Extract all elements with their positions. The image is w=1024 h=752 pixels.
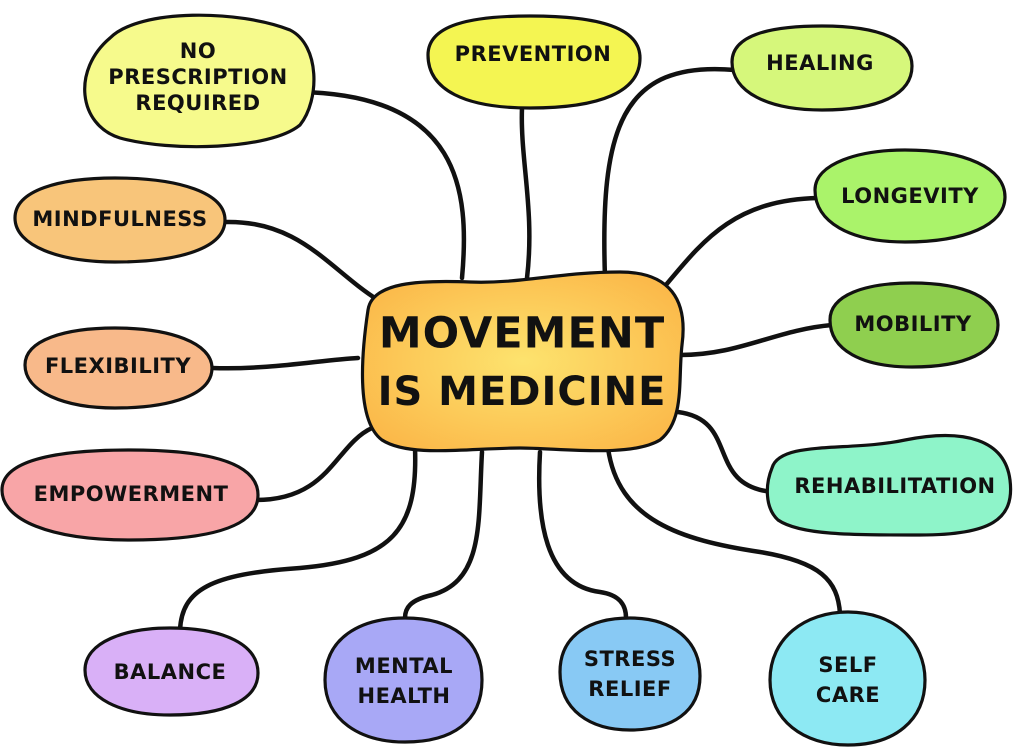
- bubble-stress-relief: [558, 616, 702, 732]
- connector-rehabilitation: [675, 409, 775, 495]
- label-flexibility-line-0: FLEXIBILITY: [45, 354, 191, 378]
- node-mindfulness: MINDFULNESS: [13, 176, 227, 264]
- connector-self-care: [605, 445, 843, 617]
- bubble-prevention: [426, 14, 642, 110]
- node-mental-health: MENTAL HEALTH: [323, 616, 484, 744]
- node-flexibility: FLEXIBILITY: [23, 326, 214, 410]
- label-no-prescription-required-line-0: NO: [180, 39, 216, 63]
- connector-mobility: [677, 322, 835, 358]
- connector-no-prescription-required: [297, 89, 467, 281]
- label-mobility-line-0: MOBILITY: [854, 312, 972, 336]
- label-healing-line-0: HEALING: [766, 51, 874, 75]
- label-mental-health-line-0: MENTAL: [355, 654, 453, 678]
- connector-longevity: [657, 195, 821, 295]
- connectors: [177, 66, 843, 633]
- node-rehabilitation: REHABILITATION: [765, 433, 1013, 537]
- bubble-healing: [730, 24, 914, 112]
- label-stress-relief-line-1: RELIEF: [588, 677, 671, 701]
- label-self-care-line-1: CARE: [816, 683, 880, 707]
- node-self-care: SELF CARE: [768, 610, 927, 747]
- label-self-care-line-0: SELF: [818, 653, 877, 677]
- center-node: MOVEMENT IS MEDICINE: [360, 270, 685, 453]
- bubble-no-prescription-required: [83, 13, 316, 149]
- label-stress-relief-line-0: STRESS: [584, 647, 676, 671]
- node-mobility: MOBILITY: [828, 281, 1000, 369]
- node-stress-relief: STRESS RELIEF: [558, 616, 702, 732]
- label-empowerment-line-0: EMPOWERMENT: [34, 482, 229, 506]
- center-bubble: [360, 270, 685, 453]
- connector-flexibility: [209, 355, 361, 371]
- bubble-self-care: [768, 610, 927, 747]
- center-title-line-1: IS MEDICINE: [378, 369, 667, 415]
- label-rehabilitation-line-0: REHABILITATION: [794, 474, 995, 498]
- connector-stress-relief: [536, 449, 629, 621]
- label-prevention-line-0: PREVENTION: [455, 42, 612, 66]
- connector-balance: [177, 445, 418, 633]
- connector-healing: [602, 66, 738, 281]
- connector-mindfulness: [222, 219, 381, 303]
- bubble-mindfulness: [13, 176, 227, 264]
- label-mental-health-line-1: HEALTH: [358, 684, 451, 708]
- label-balance-line-0: BALANCE: [114, 660, 227, 684]
- bubble-mobility: [828, 281, 1000, 369]
- label-longevity-line-0: LONGEVITY: [841, 184, 979, 208]
- label-no-prescription-required-line-1: PRESCRIPTION: [108, 65, 287, 89]
- node-prevention: PREVENTION: [426, 14, 642, 110]
- bubble-balance: [83, 626, 260, 717]
- node-longevity: LONGEVITY: [813, 148, 1007, 244]
- bubble-longevity: [813, 148, 1007, 244]
- node-healing: HEALING: [730, 24, 914, 112]
- bubble-empowerment: [0, 448, 260, 542]
- bubble-rehabilitation: [765, 433, 1013, 537]
- connector-mental-health: [402, 449, 485, 621]
- label-no-prescription-required-line-2: REQUIRED: [135, 91, 260, 115]
- connector-prevention: [519, 105, 532, 281]
- bubble-flexibility: [23, 326, 214, 410]
- node-balance: BALANCE: [83, 626, 260, 717]
- center-title-line-0: MOVEMENT: [379, 309, 665, 359]
- connector-empowerment: [253, 425, 375, 503]
- label-mindfulness-line-0: MINDFULNESS: [32, 207, 207, 231]
- node-empowerment: EMPOWERMENT: [0, 448, 260, 542]
- bubble-mental-health: [323, 616, 484, 744]
